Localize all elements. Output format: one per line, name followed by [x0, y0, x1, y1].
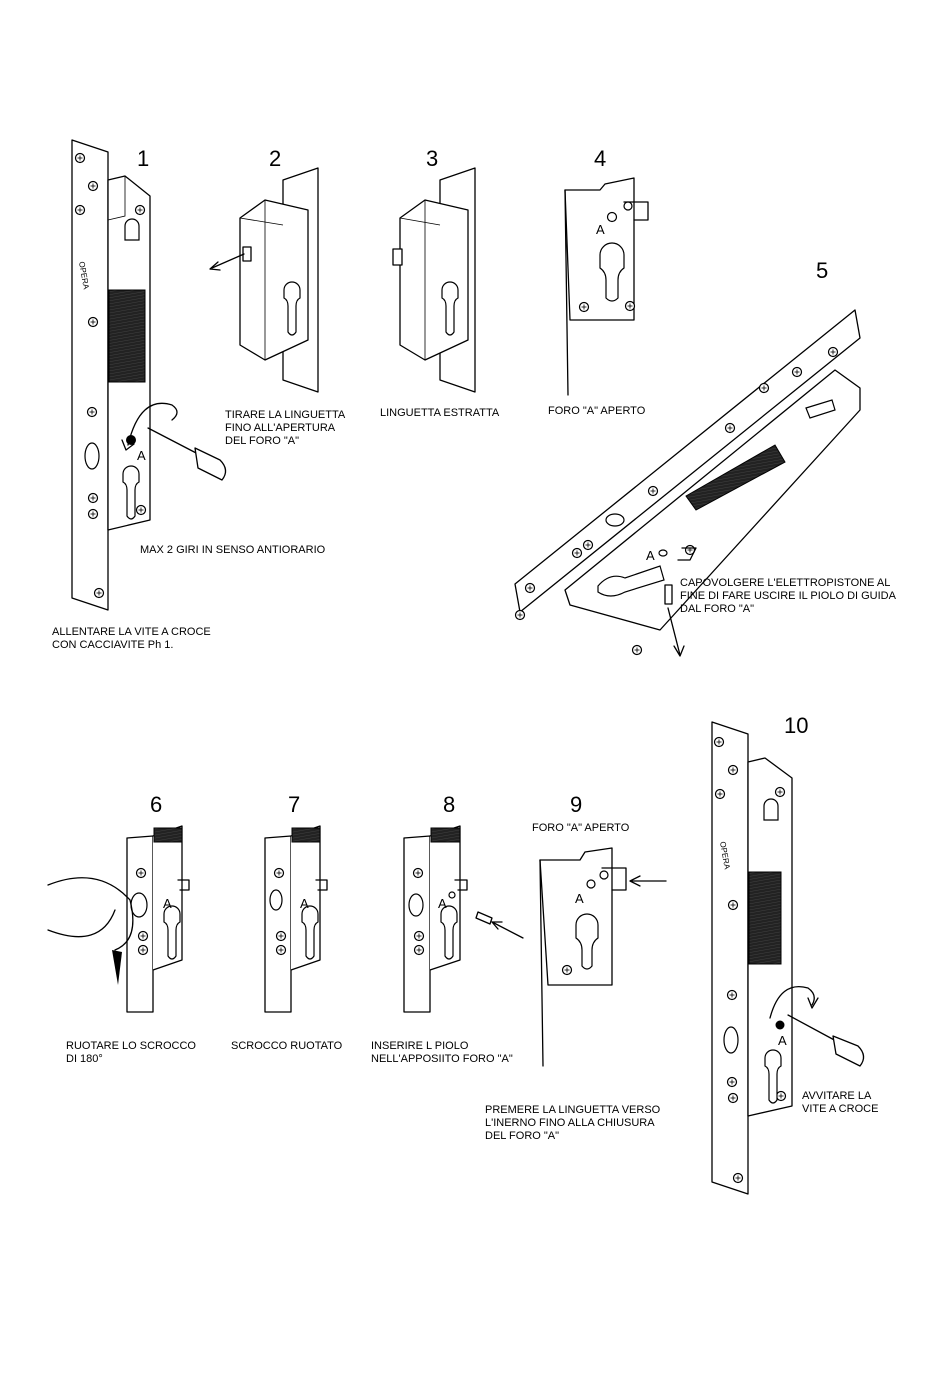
hatched-panel — [685, 444, 786, 511]
hatched-panel — [748, 871, 782, 965]
faceplate — [264, 835, 292, 1013]
screw-hole-a — [775, 1020, 785, 1030]
step-number: 6 — [150, 792, 162, 817]
step-2: 2 TIRARE LA LINGUETTA FINO ALL'APERTURA … — [209, 146, 348, 447]
cylinder-hole — [599, 242, 625, 302]
tongue — [392, 248, 403, 266]
hole-a — [448, 891, 456, 899]
tongue — [601, 867, 627, 891]
rotation-arrow-icon — [769, 986, 815, 1019]
hole-a — [606, 211, 618, 223]
step-9: 9 FORO "A" APERTO A PREMERE LA LINGUETTA… — [485, 792, 667, 1142]
step-8: 8 A INSERIRE L PIOLO NELL'APPOSIITO FORO… — [371, 792, 524, 1065]
follower-hole — [84, 442, 100, 470]
guide-pin — [475, 911, 493, 925]
step-7: 7 A SCROCCO RUOTATO — [231, 792, 343, 1052]
step-caption: CAPOVOLGERE L'ELETTROPISTONE AL FINE DI … — [680, 577, 898, 615]
faceplate — [403, 835, 431, 1013]
step-caption: SCROCCO RUOTATO — [231, 1040, 343, 1052]
step-3: 3 LINGUETTA ESTRATTA — [380, 146, 500, 419]
tongue — [623, 201, 649, 221]
hole-label: A — [137, 448, 146, 463]
step-number: 8 — [443, 792, 455, 817]
hatched-panel — [108, 289, 146, 383]
step-number: 3 — [426, 146, 438, 171]
case-detail — [539, 847, 613, 986]
step-5: 5 A CAPOVOLGERE L'ELETTROPISTONE AL FINE… — [514, 258, 898, 657]
step-number: 2 — [269, 146, 281, 171]
step-10: 10 A OPERA AVVITARE LA VITE A CROCE — [711, 713, 878, 1195]
screwdriver-icon — [787, 1014, 865, 1067]
insert-arrow-icon — [493, 922, 524, 939]
latch-hole — [124, 218, 140, 241]
step-caption: INSERIRE L PIOLO NELL'APPOSIITO FORO "A" — [371, 1040, 513, 1065]
hole-label: A — [646, 548, 655, 563]
step-caption: TIRARE LA LINGUETTA FINO ALL'APERTURA DE… — [225, 409, 348, 447]
case-detail — [564, 177, 635, 321]
step-4: 4 A FORO "A" APERTO — [548, 146, 649, 417]
step-caption: FORO "A" APERTO — [548, 405, 646, 417]
cylinder-hole — [575, 913, 599, 970]
step-6: 6 A RUOTARE LO SCROCCO DI 180° — [47, 792, 199, 1065]
hole-a — [586, 879, 596, 889]
screw-hole-a — [126, 435, 136, 445]
rotation-arrow-icon — [47, 877, 134, 951]
guide-pin — [664, 584, 673, 605]
hole-label: A — [438, 896, 447, 911]
rotation-arrow-icon — [127, 402, 178, 446]
step-top-caption: FORO "A" APERTO — [532, 822, 630, 834]
step-caption: PREMERE LA LINGUETTA VERSO L'INERNO FINO… — [485, 1104, 663, 1142]
pull-arrow-icon — [211, 253, 245, 269]
step-number: 4 — [594, 146, 606, 171]
step-1: 1 A OPERA MAX 2 GIRI IN SENSO ANTIORARIO — [52, 139, 326, 651]
faceplate — [711, 721, 749, 1195]
step-number: 9 — [570, 792, 582, 817]
hole-label: A — [575, 891, 584, 906]
step-number: 10 — [784, 713, 808, 738]
step-caption: MAX 2 GIRI IN SENSO ANTIORARIO — [140, 544, 326, 556]
faceplate — [126, 835, 154, 1013]
faceplate — [514, 309, 861, 613]
hole-label: A — [596, 222, 605, 237]
step-number: 5 — [816, 258, 828, 283]
step-caption: LINGUETTA ESTRATTA — [380, 407, 500, 419]
step-caption: ALLENTARE LA VITE A CROCE CON CACCIAVITE… — [52, 626, 214, 651]
screwdriver-icon — [147, 427, 227, 481]
lock-case — [239, 199, 309, 361]
step-number: 1 — [137, 146, 149, 171]
step-caption: RUOTARE LO SCROCCO DI 180° — [66, 1040, 199, 1065]
cylinder-hole — [597, 565, 665, 597]
down-arrow-icon — [667, 607, 681, 656]
step-caption: AVVITARE LA VITE A CROCE — [802, 1090, 878, 1115]
hole-label: A — [300, 896, 309, 911]
hole-label: A — [778, 1033, 787, 1048]
faceplate — [71, 139, 109, 611]
hole-label: A — [163, 896, 172, 911]
step-number: 7 — [288, 792, 300, 817]
hole-a — [658, 549, 668, 557]
